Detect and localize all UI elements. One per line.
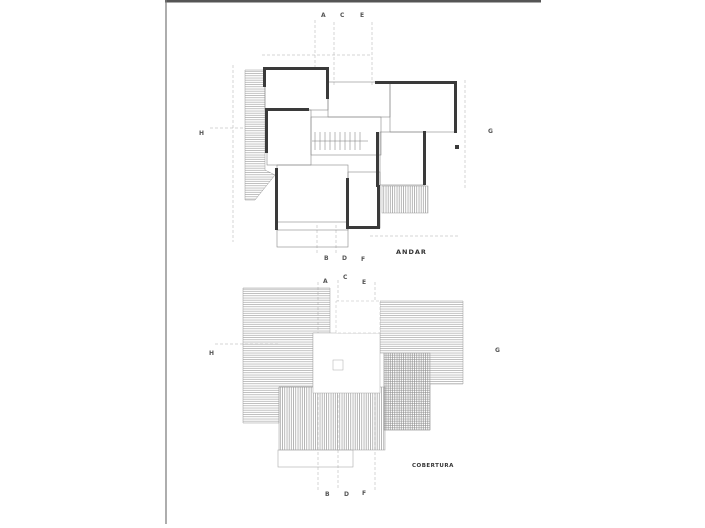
roof-section-mark-d: D — [344, 491, 349, 498]
roof-right-lower-hatch — [383, 352, 431, 431]
roof-section-mark-f: F — [362, 490, 366, 497]
roof-section-mark-b: B — [325, 491, 330, 498]
left-deck-hatch — [244, 69, 276, 201]
section-mark-g: G — [488, 128, 493, 135]
living-room — [276, 164, 349, 231]
section-mark-e-top: E — [360, 12, 364, 19]
roof-section-mark-a: A — [323, 278, 328, 285]
section-mark-f-bottom: F — [361, 256, 365, 263]
top-scan-strip — [165, 0, 541, 3]
roof-section-mark-e: E — [362, 279, 366, 286]
bathrooms-top — [327, 81, 391, 118]
roof-upper-flat — [335, 300, 381, 334]
bathroom-bottom — [347, 171, 381, 229]
section-mark-a-top: A — [321, 12, 326, 19]
chimney — [332, 359, 344, 371]
roof-bottom-hatch — [278, 386, 386, 451]
stair-hall — [310, 116, 382, 156]
balcony-bottom — [276, 221, 349, 248]
section-mark-h: H — [199, 130, 204, 137]
section-mark-b-bottom: B — [324, 255, 329, 262]
roof-balcony-outline — [277, 449, 354, 468]
stair — [312, 132, 368, 150]
section-mark-d-bottom: D — [342, 255, 347, 262]
bedroom-right — [379, 131, 426, 186]
bedroom-top-right — [389, 81, 456, 133]
roof-plan: A C E H G B D F COBERTURA — [209, 274, 500, 498]
roof-section-mark-g: G — [495, 347, 500, 354]
scan-edges — [165, 0, 541, 524]
roof-section-mark-h: H — [209, 350, 214, 357]
walls — [263, 67, 459, 230]
roof-plan-title: COBERTURA — [412, 463, 454, 469]
bedroom-top-left — [264, 67, 329, 111]
bedroom-left — [266, 109, 312, 166]
upper-plan-title: ANDAR — [396, 248, 427, 256]
section-mark-c-top: C — [340, 12, 345, 19]
roof-section-mark-c: C — [343, 274, 348, 281]
right-deck-hatch — [381, 185, 429, 214]
roof-center-flat — [312, 332, 381, 394]
upper-floor-plan: A C E H G B D F ANDAR — [199, 12, 493, 263]
